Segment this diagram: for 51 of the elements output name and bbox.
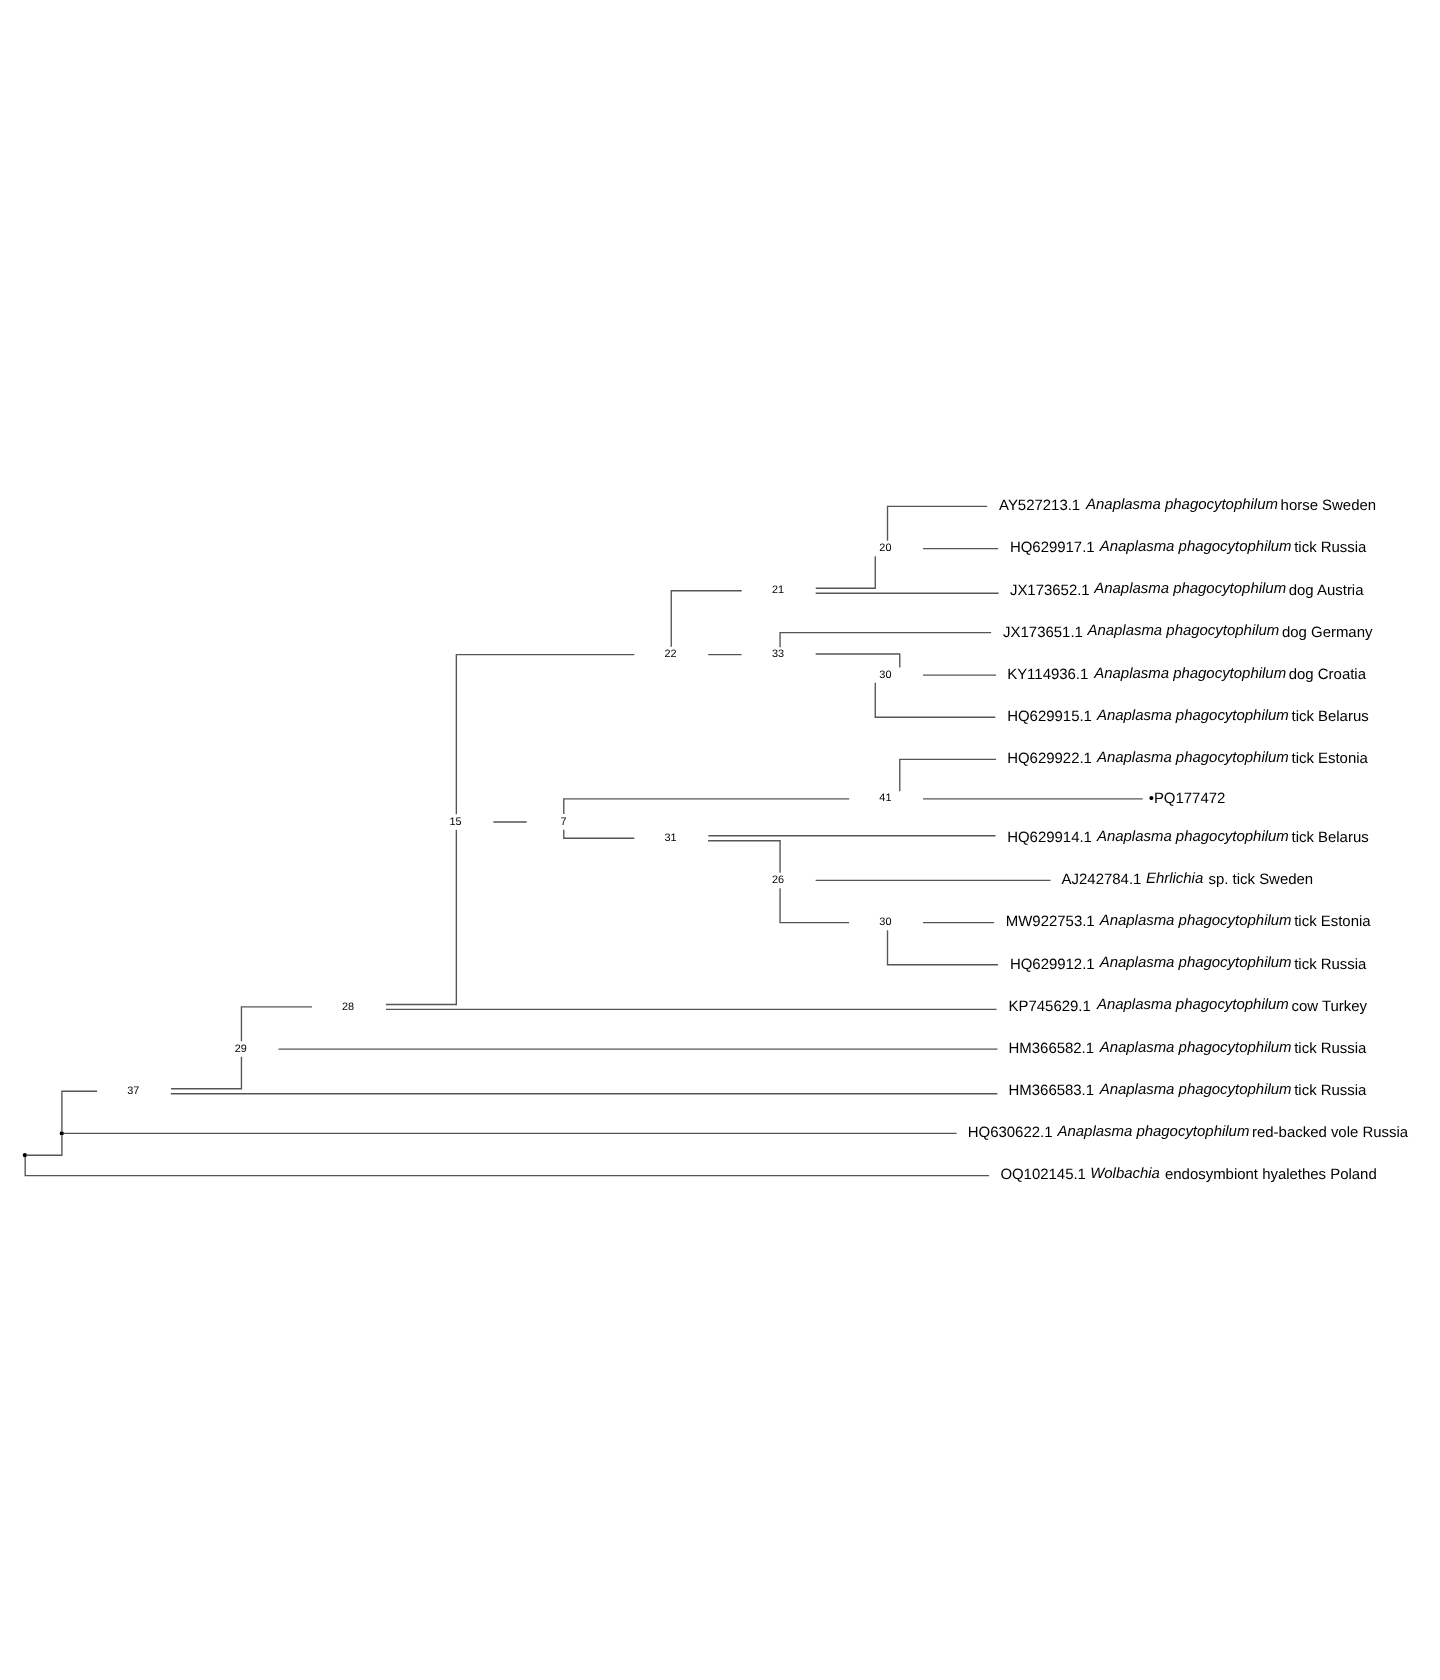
connector xyxy=(563,797,850,814)
node-point xyxy=(22,1152,27,1157)
node-text: JX173652.1 Anaplasma phagocytophilum dog Austria xyxy=(1009,578,1364,598)
connector xyxy=(455,653,635,814)
connector xyxy=(874,681,996,717)
node-text: HQ629922.1 Anaplasma phagocytophilum tick Estonia xyxy=(1007,746,1368,767)
connector xyxy=(707,653,743,655)
connector xyxy=(24,1155,990,1176)
node-text: HQ630622.1 Anaplasma phagocytophilum red-backed vole Russia xyxy=(967,1120,1409,1141)
connector xyxy=(240,1005,313,1042)
connector xyxy=(779,630,992,647)
connector xyxy=(670,589,743,647)
connector xyxy=(492,820,528,822)
connector xyxy=(61,1089,98,1132)
node-point xyxy=(59,1130,64,1135)
connector xyxy=(385,1007,998,1010)
connector xyxy=(815,652,901,668)
node-text: JX173651.1 Anaplasma phagocytophilum dog Germany xyxy=(1003,620,1373,640)
node-text: HQ629912.1 Anaplasma phagocytophilum tick Russia xyxy=(1009,952,1367,972)
node-text: MW922753.1 Anaplasma phagocytophilum tick Estonia xyxy=(1005,910,1371,930)
connector xyxy=(922,546,999,549)
connector xyxy=(277,1047,999,1049)
connector xyxy=(814,878,1052,881)
node-text: HQ629917.1 Anaplasma phagocytophilum tick Russia xyxy=(1009,536,1367,556)
connector xyxy=(707,839,781,873)
connector xyxy=(62,1131,958,1134)
node-text: AJ242784.1 Ehrlichia sp. tick Sweden xyxy=(1061,867,1314,888)
connector xyxy=(779,886,850,923)
node-text: •PQ177472 xyxy=(1148,787,1226,806)
connector xyxy=(886,928,999,965)
connector xyxy=(814,591,1000,593)
connector xyxy=(886,504,988,541)
connector xyxy=(170,1092,999,1094)
connector xyxy=(899,757,997,791)
node-text: KY114936.1 Anaplasma phagocytophilum dog Croatia xyxy=(1007,662,1367,682)
connector xyxy=(707,834,997,836)
connector xyxy=(25,1133,63,1155)
connector xyxy=(922,797,1144,799)
node-text: AY527213.1 Anaplasma phagocytophilum horse Sweden xyxy=(999,493,1377,514)
node-text: HM366583.1 Anaplasma phagocytophilum tick Russia xyxy=(1008,1078,1367,1099)
connector xyxy=(815,554,876,588)
connector xyxy=(385,828,458,1005)
node-text: KP745629.1 Anaplasma phagocytophilum cow Turkey xyxy=(1008,994,1368,1014)
connector xyxy=(563,828,635,838)
connector xyxy=(922,920,995,923)
node-text: HQ629915.1 Anaplasma phagocytophilum tick Belarus xyxy=(1007,704,1369,725)
node-text: HQ629914.1 Anaplasma phagocytophilum tick Belarus xyxy=(1007,825,1369,846)
node-text: HM366582.1 Anaplasma phagocytophilum tick Russia xyxy=(1008,1036,1367,1056)
connector xyxy=(922,673,997,675)
connector xyxy=(170,1055,243,1089)
node-text: OQ102145.1 Wolbachia endosymbiont hyalethes Poland xyxy=(1000,1163,1377,1183)
